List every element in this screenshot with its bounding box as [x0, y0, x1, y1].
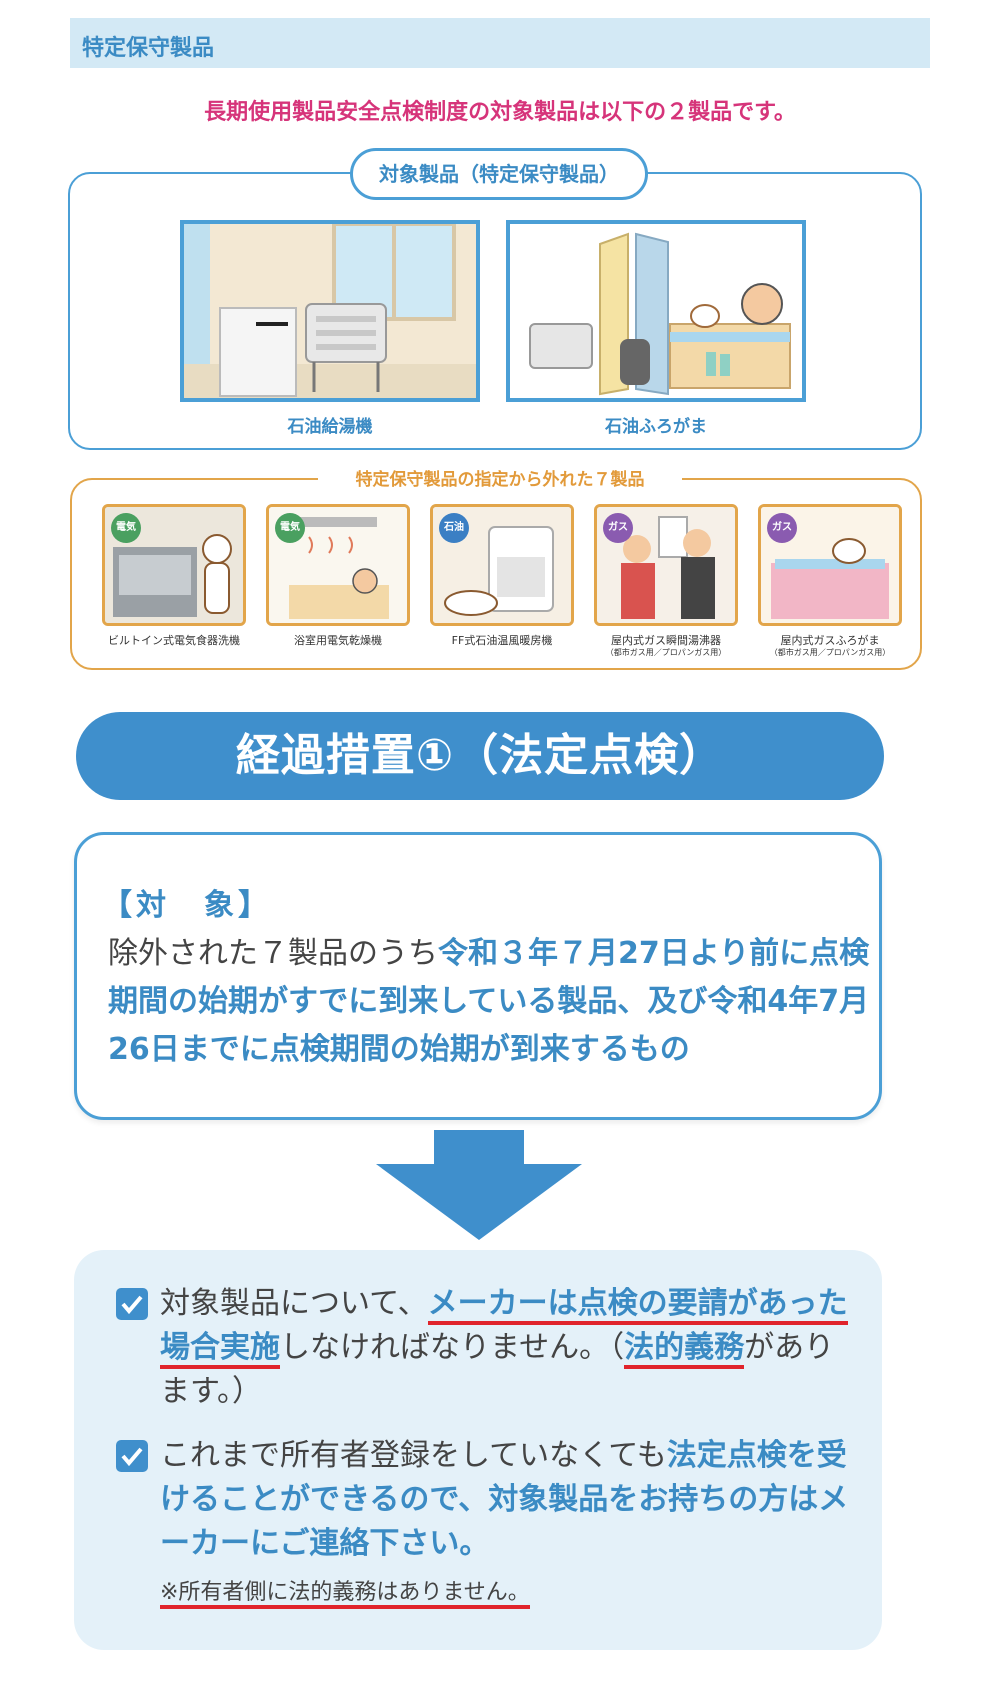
thumb-ff-heater: 石油: [430, 504, 574, 626]
point-1-emphasis-maker: メーカーは点検の要請があった場合実施: [160, 1286, 848, 1369]
point-1-text: 対象製品について、メーカーは点検の要請があった場合実施しなければなりません。（法…: [160, 1282, 860, 1414]
point-1-emphasis-legal: 法的義務: [624, 1330, 745, 1369]
point-2-emphasis: 法定点検を受けることができるので、対象製品をお持ちの方はメーカーにご連絡下さい。: [160, 1438, 849, 1561]
checkbox-icon: [116, 1288, 148, 1320]
points-panel: [74, 1250, 882, 1650]
point-2-part-a: これまで所有者登録をしていなくても: [160, 1438, 667, 1473]
owner-note-text: ※所有者側に法的義務はありません。: [160, 1580, 530, 1609]
transition-measure-banner: 経過措置①（法定点検）: [76, 712, 884, 800]
intro-text: 長期使用製品安全点検制度の対象製品は以下の２製品です。: [204, 100, 796, 125]
subject-box: [74, 832, 882, 1120]
subject-text-highlight: 令和３年７月27日より前に点検期間の始期がすでに到来している製品、及び令和4年7…: [108, 936, 870, 1067]
subject-text-plain: 除外された７製品のうち: [108, 936, 438, 971]
point-2-text: これまで所有者登録をしていなくても法定点検を受けることができるので、対象製品をお…: [160, 1434, 860, 1566]
excluded-sub-gas-water-heater: （都市ガス用／プロパンガス用）: [605, 648, 727, 657]
target-products-pill: 対象製品（特定保守製品）: [350, 148, 648, 200]
excluded-products-title: 特定保守製品の指定から外れた７製品: [318, 465, 682, 490]
badge-gas: ガス: [767, 513, 797, 543]
thumb-bathroom-dryer: 電気: [266, 504, 410, 626]
point-1-part-a: 対象製品について、: [160, 1286, 428, 1321]
badge-electric: 電気: [111, 513, 141, 543]
excluded-label-bathroom-dryer: 浴室用電気乾燥機: [294, 634, 382, 647]
thumb-gas-bath-boiler: ガス: [758, 504, 902, 626]
point-1-part-e: があります。）: [160, 1330, 835, 1409]
excluded-label-gas-bath-boiler: 屋内式ガスふろがま: [780, 634, 880, 647]
product-label-oil-water-heater: 石油給湯機: [287, 417, 373, 437]
excluded-label-ff-heater: FF式石油温風暖房機: [451, 634, 553, 647]
oil-bath-boiler-illustration: [506, 220, 806, 402]
section-header: 特定保守製品: [70, 18, 930, 68]
excluded-label-dishwasher: ビルトイン式電気食器洗機: [108, 634, 240, 647]
checkbox-icon: [116, 1440, 148, 1472]
thumb-dishwasher: 電気: [102, 504, 246, 626]
thumb-gas-water-heater: ガス: [594, 504, 738, 626]
badge-gas: ガス: [603, 513, 633, 543]
excluded-label-gas-water-heater: 屋内式ガス瞬間湯沸器: [611, 634, 721, 647]
excluded-sub-gas-bath-boiler: （都市ガス用／プロパンガス用）: [769, 648, 891, 657]
oil-water-heater-illustration: [180, 220, 480, 402]
badge-electric: 電気: [275, 513, 305, 543]
subject-label: 【対 象】: [102, 888, 272, 923]
subject-text: 除外された７製品のうち令和３年７月27日より前に点検期間の始期がすでに到来してい…: [108, 930, 878, 1074]
point-1-part-c: しなければなりません。（: [280, 1330, 625, 1365]
product-label-oil-bath-boiler: 石油ふろがま: [605, 417, 707, 437]
owner-note: ※所有者側に法的義務はありません。: [160, 1574, 530, 1609]
section-title: 特定保守製品: [82, 36, 215, 61]
down-arrow-icon: [376, 1130, 582, 1244]
badge-oil: 石油: [439, 513, 469, 543]
